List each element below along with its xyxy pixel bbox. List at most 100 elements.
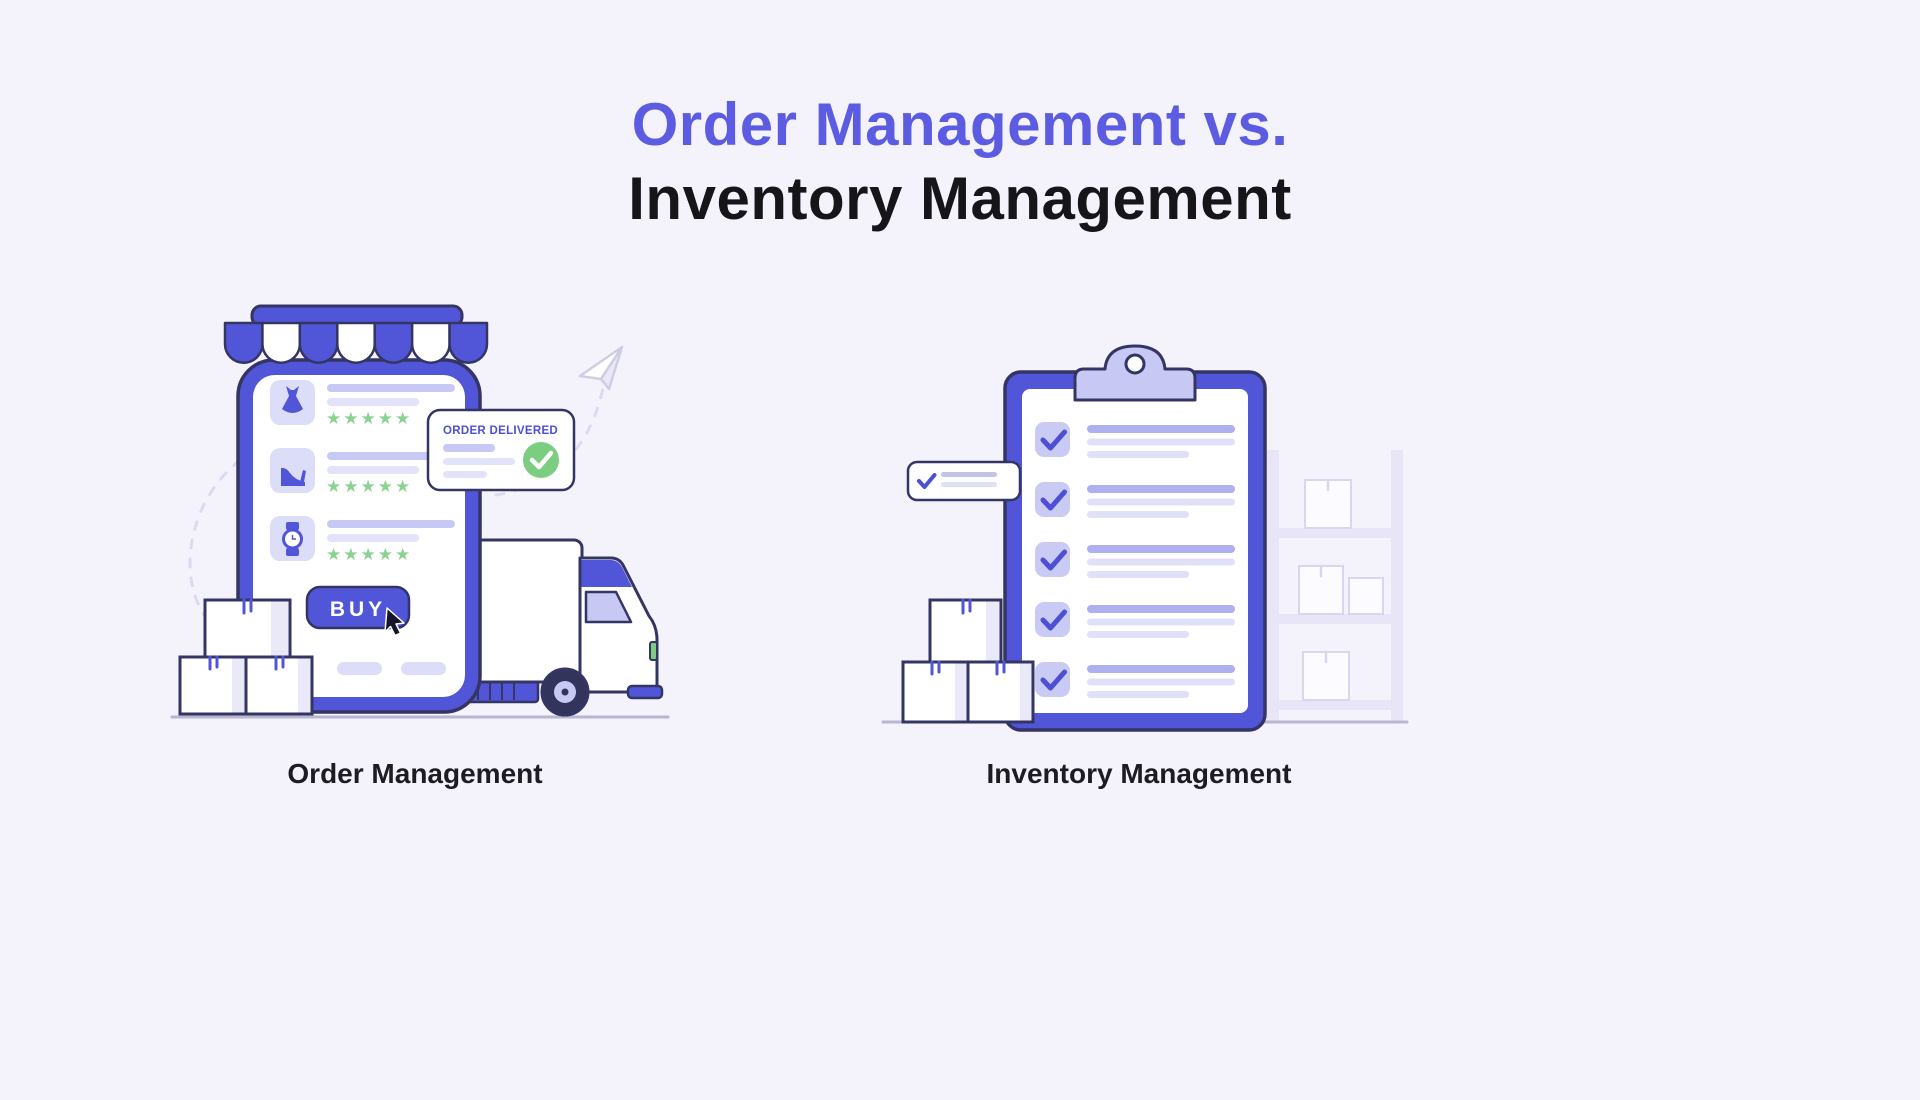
checkbox <box>1035 662 1070 697</box>
check-icon <box>1040 549 1067 571</box>
page-title: Order Management vs. Inventory Managemen… <box>0 88 1920 236</box>
smartphone-store: ★★★★★ ★★★★★ ★★★★★ BUY <box>236 358 482 714</box>
placeholder-bar <box>401 662 446 675</box>
text-line <box>443 471 487 478</box>
box-tape <box>995 660 1006 676</box>
shelf-box-tape <box>1319 478 1330 664</box>
buy-button-label: BUY <box>330 598 386 621</box>
check-icon <box>1040 669 1067 691</box>
package-boxes <box>178 598 314 716</box>
rating-stars: ★★★★★ <box>326 477 412 496</box>
text-line <box>1087 451 1189 458</box>
package-box <box>203 598 292 659</box>
cursor-icon <box>384 607 405 637</box>
text-line <box>327 384 455 392</box>
inventory-management-caption: Inventory Management <box>986 758 1292 789</box>
paper-plane-icon <box>578 345 624 391</box>
high-heel-icon <box>281 467 305 486</box>
box-tape <box>930 660 941 676</box>
truck-wheel-axle <box>561 688 569 696</box>
text-line <box>1087 558 1235 566</box>
truck-window <box>584 590 633 624</box>
check-icon <box>1040 429 1067 451</box>
package-box <box>966 660 1035 724</box>
truck-cab-roof <box>581 560 632 587</box>
text-line <box>1087 545 1235 553</box>
checkbox <box>1035 422 1070 457</box>
watch-icon-strap <box>286 522 299 530</box>
text-line <box>443 444 495 452</box>
delivery-truck <box>460 538 664 717</box>
text-line <box>327 398 419 406</box>
check-icon <box>529 450 554 470</box>
product-list-item: ★★★★★ <box>270 380 455 428</box>
order-management-caption: Order Management <box>287 758 543 789</box>
text-line <box>941 472 997 477</box>
check-icon <box>1040 489 1067 511</box>
placeholder-bar <box>337 662 382 675</box>
text-line <box>1087 571 1189 578</box>
shelf-boxes <box>1298 479 1384 701</box>
text-line <box>327 466 419 474</box>
product-list-item: ★★★★★ <box>270 516 455 564</box>
check-icon <box>1040 609 1067 631</box>
page-title-line2: Inventory Management <box>628 165 1292 232</box>
clipboard-clip-hole <box>1124 353 1146 375</box>
text-line <box>941 482 997 487</box>
text-line <box>1087 438 1235 446</box>
text-line <box>1087 665 1235 673</box>
box-tape <box>274 655 285 671</box>
high-heel-icon-heel <box>300 470 306 482</box>
checklist-item <box>1035 542 1235 578</box>
product-thumbnail <box>270 448 315 493</box>
order-delivered-badge: ORDER DELIVERED <box>426 408 576 492</box>
text-line <box>327 534 419 542</box>
inventory-clipboard <box>1003 344 1267 732</box>
delivered-check-circle <box>523 442 559 478</box>
box-tape <box>242 598 253 615</box>
checkbox <box>1035 542 1070 577</box>
box-tape <box>208 655 219 671</box>
order-management-illustration: ★★★★★ ★★★★★ ★★★★★ BUY <box>170 304 670 719</box>
text-line <box>1087 691 1189 698</box>
buy-button: BUY <box>305 585 411 630</box>
watch-icon-strap <box>286 548 299 556</box>
box-tape <box>961 598 972 615</box>
package-box <box>244 655 314 716</box>
checkbox <box>1035 482 1070 517</box>
text-line <box>1087 511 1189 518</box>
truck-bumper <box>626 684 664 700</box>
text-line <box>1087 605 1235 613</box>
dress-icon <box>282 386 303 413</box>
text-line <box>1087 631 1189 638</box>
inventory-note-card <box>906 460 1022 502</box>
product-list-item: ★★★★★ <box>270 448 455 496</box>
text-line <box>327 520 455 528</box>
package-box <box>928 598 1003 664</box>
checklist-item <box>1035 482 1235 518</box>
store-awning <box>223 304 489 364</box>
package-box <box>178 655 248 716</box>
rating-stars: ★★★★★ <box>326 409 412 428</box>
order-delivered-label: ORDER DELIVERED <box>443 425 558 437</box>
check-icon <box>917 473 937 489</box>
warehouse-shelf <box>1267 450 1403 722</box>
checklist-item <box>1035 602 1235 638</box>
inventory-management-illustration <box>881 344 1409 732</box>
text-line <box>1087 618 1235 626</box>
checklist-item <box>1035 662 1235 698</box>
watch-icon-hands <box>291 535 296 540</box>
checkbox <box>1035 602 1070 637</box>
text-line <box>1087 485 1235 493</box>
rating-stars: ★★★★★ <box>326 545 412 564</box>
package-boxes <box>901 598 1035 724</box>
text-line <box>327 452 455 460</box>
text-line <box>1087 425 1235 433</box>
text-line <box>1087 678 1235 686</box>
checklist-item <box>1035 422 1235 458</box>
text-line <box>1087 498 1235 506</box>
text-line <box>443 458 515 465</box>
page-title-line1: Order Management vs. <box>631 91 1289 158</box>
truck-headlight <box>649 641 658 661</box>
